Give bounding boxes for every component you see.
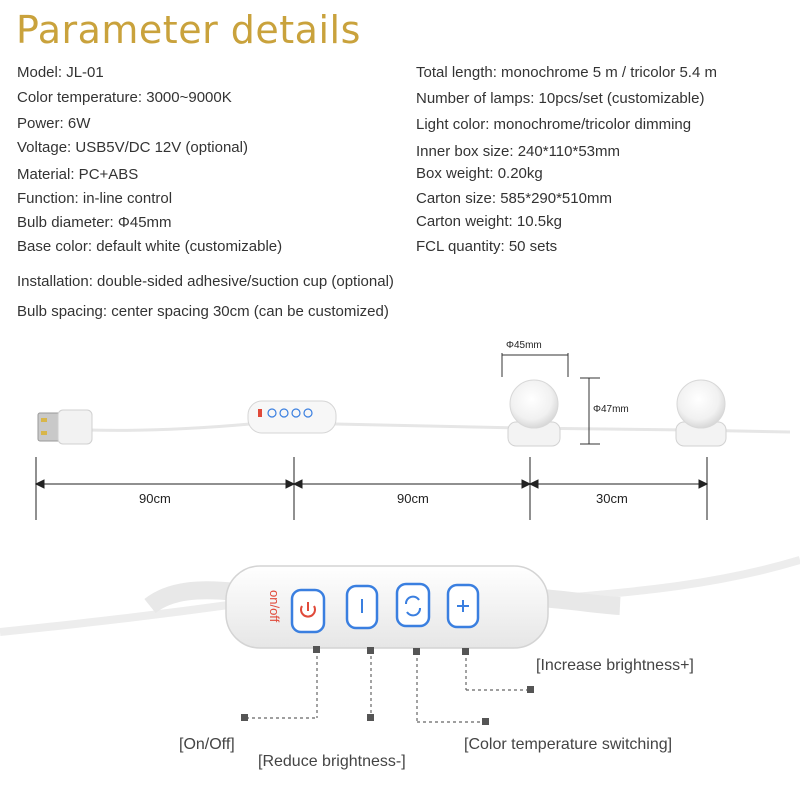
page-title: Parameter details (16, 8, 361, 52)
callout-color-temperature: [Color temperature switching] (464, 736, 673, 753)
spec-power: Power: 6W (17, 115, 91, 132)
onoff-label: on/off (267, 590, 282, 623)
bulb-diameter-label: Φ45mm (506, 340, 542, 351)
usb-plug-icon (37, 409, 93, 445)
bulb-height-label: Φ47mm (593, 404, 629, 415)
inline-controller-small (247, 400, 337, 434)
spec-function: Function: in-line control (17, 190, 173, 207)
color-temperature-icon (405, 595, 421, 617)
spec-bulb-diameter: Bulb diameter: Φ45mm (17, 214, 172, 231)
spec-fcl-quantity: FCL quantity: 50 sets (416, 238, 558, 255)
callout-markers (241, 646, 534, 725)
callout-increase-brightness: [Increase brightness+] (536, 657, 694, 674)
power-icon (300, 602, 316, 618)
segment-label-3: 30cm (596, 491, 628, 506)
plus-icon (457, 600, 469, 612)
spec-installation: Installation: double-sided adhesive/suct… (17, 273, 394, 290)
spec-bulb-spacing: Bulb spacing: center spacing 30cm (can b… (17, 303, 389, 320)
bulb-2-icon (675, 379, 727, 447)
bulb-diameter-dimension (501, 353, 600, 445)
spec-model: Model: JL-01 (17, 64, 104, 81)
spec-voltage: Voltage: USB5V/DC 12V (optional) (17, 139, 248, 156)
segment-label-2: 90cm (397, 491, 429, 506)
spec-light-color: Light color: monochrome/tricolor dimming (416, 116, 692, 133)
length-dimension (34, 457, 709, 520)
spec-box-weight: Box weight: 0.20kg (416, 165, 543, 182)
spec-carton-size: Carton size: 585*290*510mm (416, 190, 612, 207)
spec-color-temperature: Color temperature: 3000~9000K (17, 89, 232, 106)
spec-base-color: Base color: default white (customizable) (17, 238, 283, 255)
spec-inner-box-size: Inner box size: 240*110*53mm (416, 143, 621, 160)
spec-total-length: Total length: monochrome 5 m / tricolor … (416, 64, 717, 81)
callout-reduce-brightness: [Reduce brightness-] (258, 753, 406, 770)
segment-label-1: 90cm (139, 491, 171, 506)
callout-leaders (246, 650, 530, 723)
spec-carton-weight: Carton weight: 10.5kg (416, 213, 562, 230)
callout-on-off: [On/Off] (179, 736, 235, 753)
spec-material: Material: PC+ABS (17, 166, 139, 183)
inline-controller-large (0, 556, 800, 649)
spec-number-of-lamps: Number of lamps: 10pcs/set (customizable… (416, 90, 705, 107)
bulb-1-icon (507, 379, 561, 447)
